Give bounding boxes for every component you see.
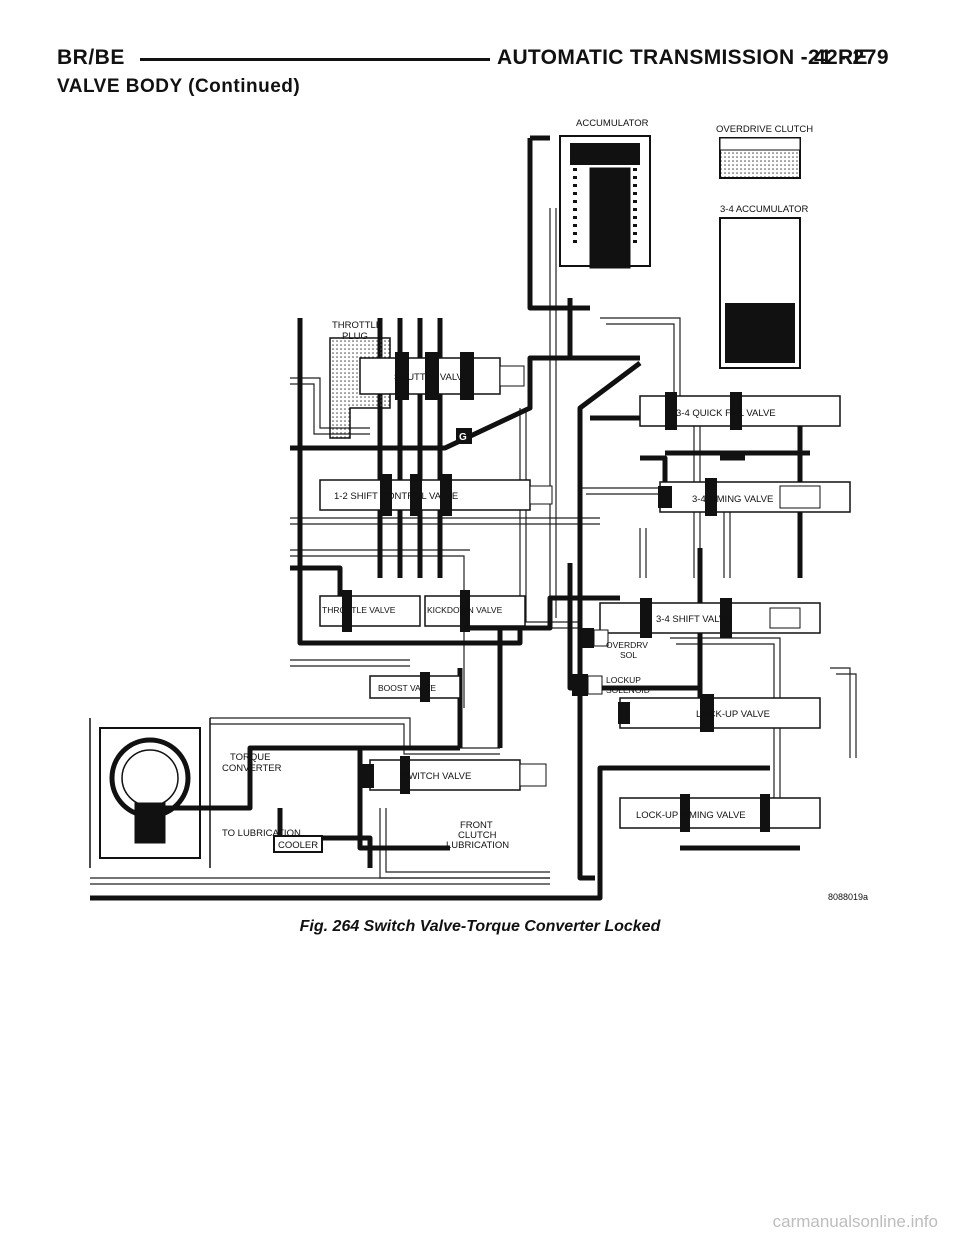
page-number: 21 - 279 <box>808 46 890 69</box>
overdrive-clutch <box>719 137 801 179</box>
label-3-4-quick-fill-valve: 3-4 QUICK FILL VALVE <box>676 408 776 419</box>
timing-valve-3-4 <box>658 478 851 516</box>
label-lock-up-valve: LOCK-UP VALVE <box>696 709 770 720</box>
label-lock-up-timing-valve: LOCK-UP TIMING VALVE <box>636 810 746 821</box>
header-rule <box>140 58 490 61</box>
quick-fill-valve <box>639 392 841 430</box>
label-lockup-solenoid-1: LOCKUP <box>606 675 641 685</box>
label-cooler: COOLER <box>278 840 318 851</box>
label-front-clutch-3: LUBRICATION <box>446 840 509 851</box>
shift-valve-3-4 <box>599 598 821 638</box>
torque-converter <box>89 718 211 868</box>
label-overdrive-clutch: OVERDRIVE CLUTCH <box>716 124 813 135</box>
figure-reference-code: 8088019a <box>828 892 868 902</box>
label-throttle-valve: THROTTLE VALVE <box>322 605 396 615</box>
label-torque-converter-1: TORQUE <box>230 752 270 763</box>
overdrive-solenoid <box>578 628 609 648</box>
label-boost-valve: BOOST VALVE <box>378 683 436 693</box>
label-switch-valve: SWITCH VALVE <box>402 771 471 782</box>
label-3-4-accumulator: 3-4 ACCUMULATOR <box>720 204 808 215</box>
label-front-clutch-2: CLUTCH <box>458 830 497 841</box>
figure-caption: Fig. 264 Switch Valve-Torque Converter L… <box>299 918 661 935</box>
svg-text:G: G <box>459 432 467 443</box>
label-overdrive-sol-2: SOL <box>620 650 637 660</box>
accumulator-3-4 <box>719 217 801 369</box>
label-3-4-shift-valve: 3-4 SHIFT VALVE <box>656 614 732 625</box>
label-throttle-plug-1: THROTTLE <box>332 320 382 331</box>
cooler <box>273 835 323 853</box>
lockup-solenoid <box>572 674 603 696</box>
label-torque-converter-2: CONVERTER <box>222 763 282 774</box>
shift-control-valve <box>319 474 553 516</box>
hollow-passages <box>90 208 857 885</box>
label-1-2-shift-control-valve: 1-2 SHIFT CONTROL VALVE <box>334 491 458 502</box>
page-header-left: BR/BE <box>57 46 125 69</box>
kickdown-valve <box>424 590 526 632</box>
label-kickdown-valve: KICKDOWN VALVE <box>427 605 503 615</box>
label-lockup-solenoid-2: SOLENOID <box>606 685 650 695</box>
throttle-valve <box>319 590 421 632</box>
switch-valve <box>360 756 547 794</box>
lockup-valve <box>618 694 821 732</box>
label-front-clutch-1: FRONT <box>460 820 493 831</box>
label-overdrive-sol-1: OVERDRV <box>606 640 648 650</box>
boost-valve <box>369 672 461 702</box>
label-3-4-timing-valve: 3-4 TIMING VALVE <box>692 494 773 505</box>
section-title: VALVE BODY (Continued) <box>57 76 301 97</box>
label-accumulator: ACCUMULATOR <box>576 118 649 129</box>
hydraulic-schematic: G ACCUMULATOR OVERDRIVE CLUTCH 3-4 ACCUM… <box>89 118 868 902</box>
lockup-timing-valve <box>619 794 821 832</box>
shuttle-valve <box>359 352 525 400</box>
accumulator <box>559 135 651 269</box>
label-to-lubrication: TO LUBRICATION <box>222 828 301 839</box>
page-header-title: AUTOMATIC TRANSMISSION - 42RE <box>497 46 868 69</box>
label-throttle-plug-2: PLUG <box>342 331 368 342</box>
port-marker: G <box>456 428 472 444</box>
label-shuttle-valve: SHUTTLE VALVE <box>394 372 469 383</box>
watermark: carmanualsonline.info <box>772 1212 938 1231</box>
